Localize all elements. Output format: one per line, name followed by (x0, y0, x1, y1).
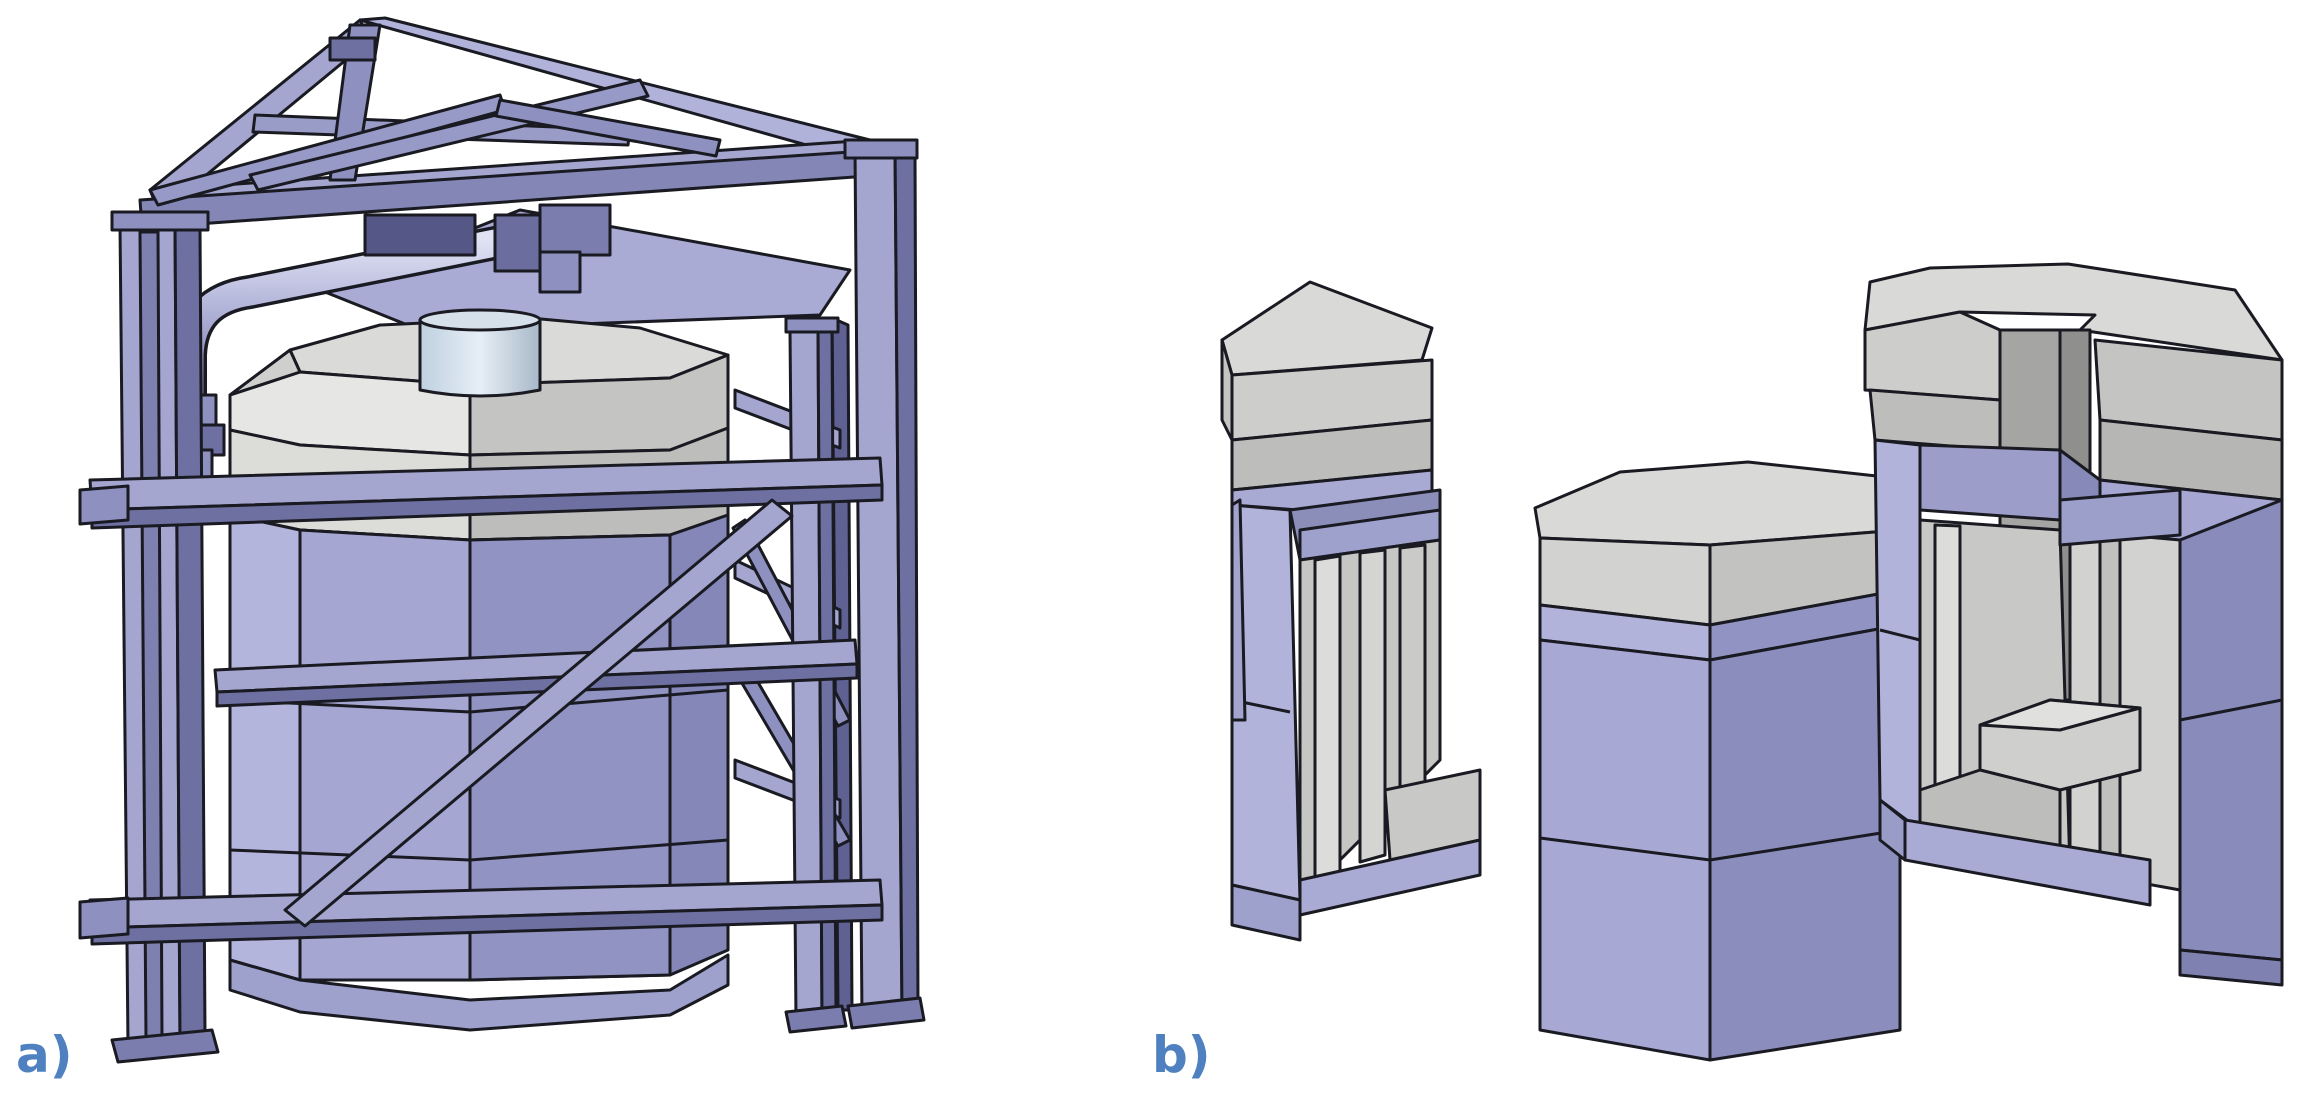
diagonal-brace (283, 498, 794, 928)
front-left-column (110, 210, 220, 1064)
roof-truss (138, 16, 884, 230)
top-cylinder (418, 308, 542, 398)
panel-label-a: a) (16, 1026, 73, 1084)
center-block (1533, 460, 1902, 1062)
panel-b-exploded-shield (1220, 262, 2284, 1062)
left-segment (1220, 280, 1482, 942)
horizontal-beams (78, 456, 884, 946)
panel-label-b: b) (1152, 1026, 1211, 1084)
right-half-shell (1863, 262, 2284, 987)
panel-a-shielding-frame (78, 16, 926, 1064)
